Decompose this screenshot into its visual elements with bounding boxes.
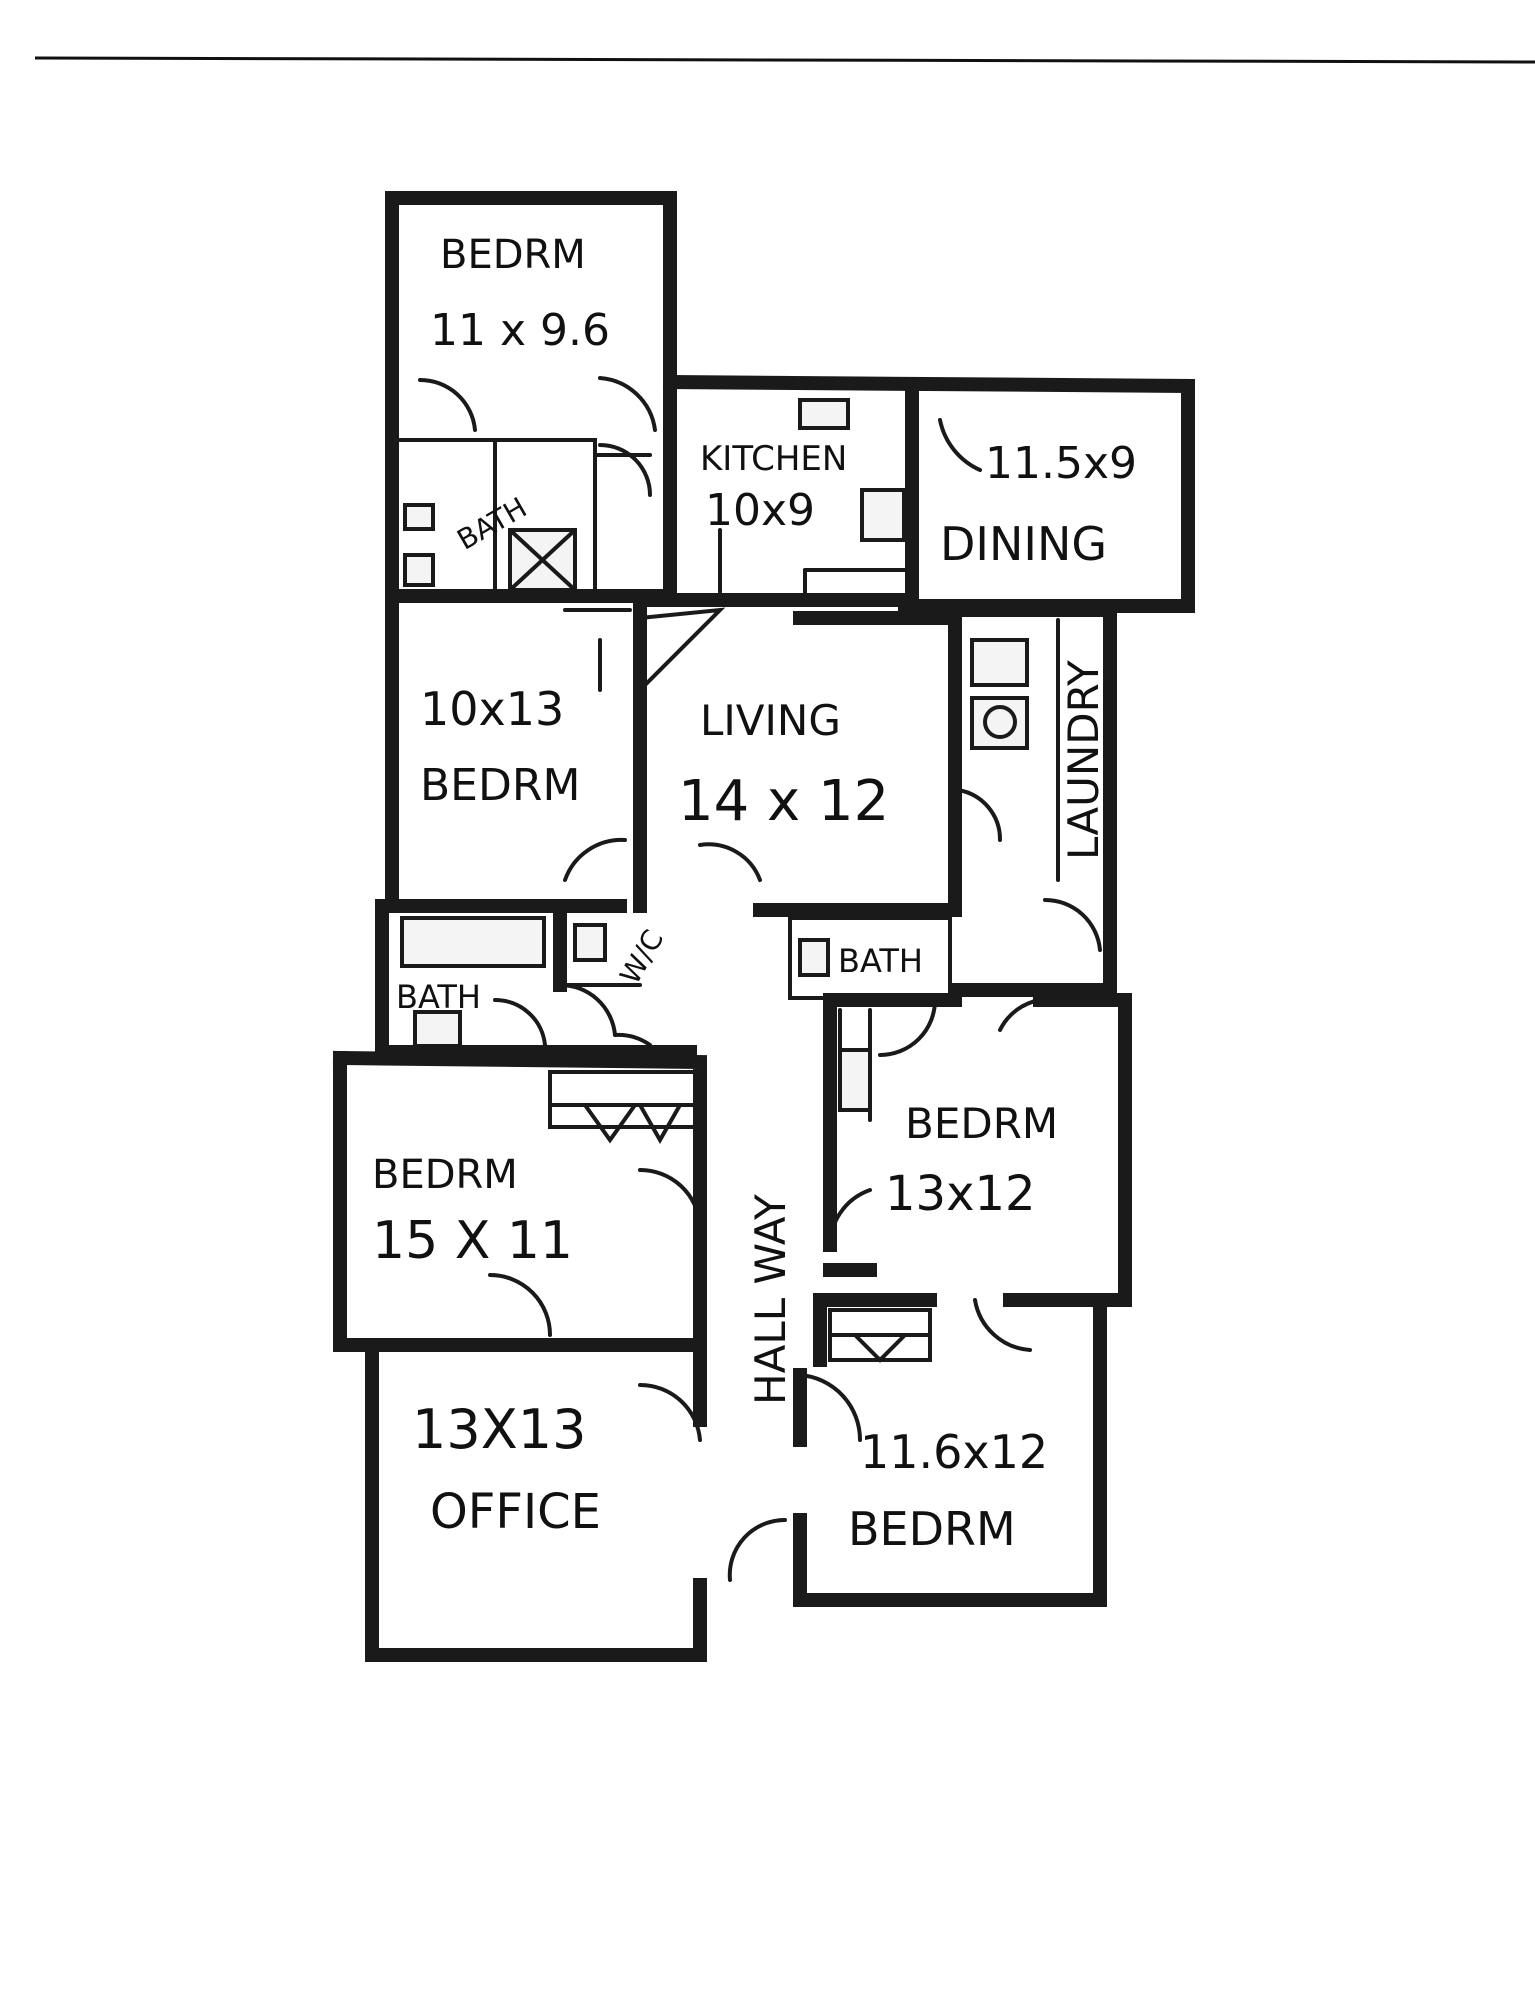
top-rule-line [34,56,1535,64]
kitchen-size: 10x9 [705,485,815,536]
bath-left-name: BATH [396,978,481,1016]
bedroom-top-size: 11 x 9.6 [430,305,610,356]
bath-right-name: BATH [838,942,923,980]
bedroom-mid-name: BEDRM [420,760,580,811]
living-name: LIVING [700,696,841,745]
dining-name: DINING [940,517,1107,571]
bedroom-top-name: BEDRM [440,232,586,278]
fixtures [398,398,1060,1363]
kitchen-name: KITCHEN [700,439,847,479]
dining-size: 11.5x9 [985,438,1137,489]
hallway-name: HALL WAY [746,1194,795,1405]
bedroom-mid-size: 10x13 [420,682,564,736]
wic-name: W/C [613,924,670,990]
living-size: 14 x 12 [678,769,889,834]
bedroom-right-size: 13x12 [885,1166,1036,1222]
room-labels: BEDRM 11 x 9.6 KITCHEN 10x9 11.5x9 DININ… [372,232,1137,1556]
door-swings [418,376,1102,1582]
bedroom-bottom-name: BEDRM [848,1502,1016,1556]
walls [332,191,1195,1662]
bedroom-bottom-size: 11.6x12 [860,1425,1048,1479]
bedroom-right-name: BEDRM [905,1099,1058,1148]
office-size: 13X13 [412,1398,586,1461]
office-name: OFFICE [430,1484,601,1540]
bedroom-left-size: 15 X 11 [372,1211,573,1271]
bedroom-left-name: BEDRM [372,1152,518,1198]
laundry-name: LAUNDRY [1059,660,1108,860]
